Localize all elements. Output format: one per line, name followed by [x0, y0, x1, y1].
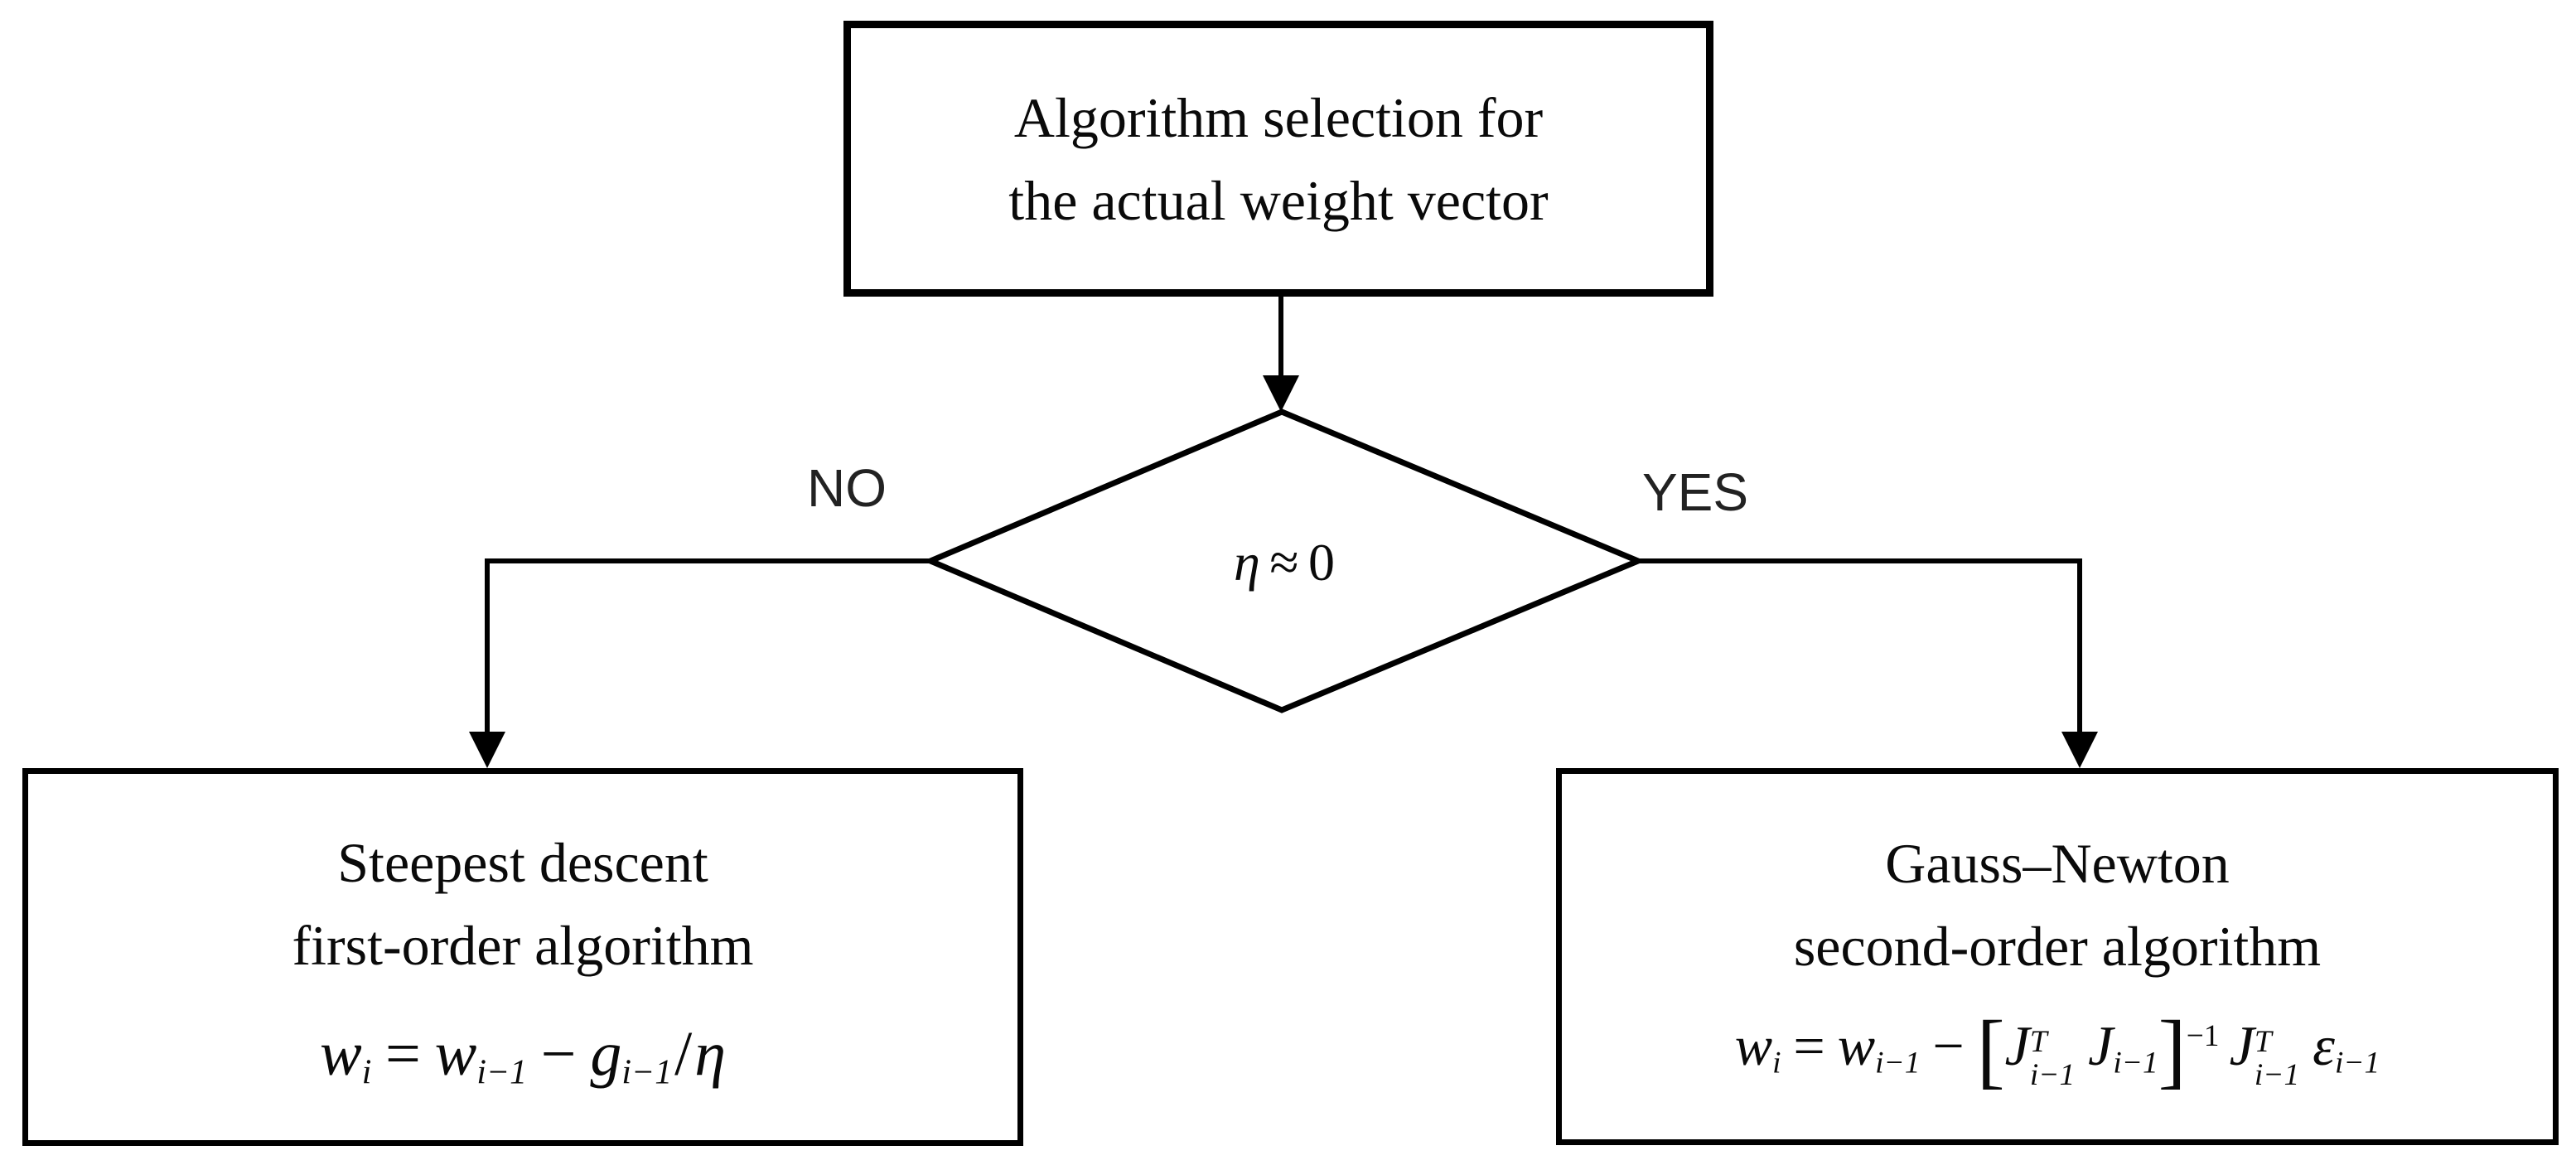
formula-subscript: i−1	[2113, 1046, 2158, 1080]
formula-subscript: i−1	[2334, 1046, 2380, 1080]
formula-superscript: T	[2254, 1025, 2272, 1060]
formula-subscript: i−1	[476, 1053, 528, 1092]
process-box-algorithm-selection: Algorithm selection for the actual weigh…	[843, 21, 1713, 297]
minus-sign: −	[540, 1019, 577, 1090]
open-bracket: [	[1976, 1003, 2005, 1098]
minus-sign: −	[1932, 1014, 1965, 1078]
formula-var-jacobian: J	[2229, 1014, 2255, 1078]
formula-subscript: i	[361, 1053, 372, 1092]
formula-subscript: i	[1772, 1046, 1781, 1080]
arrowhead-into-right-box	[2061, 732, 2098, 768]
formula-var-jacobian: J	[2004, 1014, 2030, 1078]
connector-no-branch	[485, 558, 930, 737]
right-box-line2: second-order algorithm	[1793, 915, 2322, 979]
formula-var: g	[590, 1019, 622, 1090]
decision-condition: η≈0	[1234, 532, 1335, 593]
condition-relation: ≈	[1269, 533, 1299, 592]
left-box-line2: first-order algorithm	[292, 914, 754, 978]
steepest-descent-formula: wi=wi−1−gi−1/η	[320, 1017, 726, 1092]
close-bracket: ]	[2158, 1003, 2187, 1098]
formula-var-jacobian: J	[2088, 1014, 2114, 1078]
formula-subscript: i−1	[1875, 1046, 1921, 1080]
formula-superscript: T	[2029, 1025, 2047, 1060]
top-box-line2: the actual weight vector	[1008, 168, 1549, 232]
branch-label-yes: YES	[1641, 462, 1749, 522]
inverse-superscript: −1	[2186, 1018, 2220, 1053]
left-box-line1: Steepest descent	[337, 831, 708, 895]
formula-var-epsilon: ε	[2313, 1014, 2335, 1078]
formula-var: w	[1734, 1014, 1773, 1078]
right-box-line1: Gauss–Newton	[1885, 832, 2230, 896]
equals-sign: =	[385, 1019, 421, 1090]
branch-label-no: NO	[807, 458, 887, 518]
formula-subscript: i−1	[2029, 1057, 2076, 1092]
formula-var: w	[320, 1019, 362, 1090]
formula-var: w	[1837, 1014, 1876, 1078]
connector-yes-branch	[1638, 558, 2082, 737]
equals-sign: =	[1793, 1014, 1825, 1078]
formula-subscript: i−1	[621, 1053, 673, 1092]
process-box-gauss-newton: Gauss–Newton second-order algorithm wi=w…	[1556, 768, 2559, 1145]
formula-var-eta: η	[694, 1019, 726, 1090]
condition-variable: η	[1234, 533, 1260, 592]
formula-subscript: i−1	[2254, 1057, 2300, 1092]
divide-slash: /	[674, 1019, 693, 1090]
formula-var: w	[434, 1019, 477, 1090]
arrowhead-into-left-box	[469, 732, 505, 768]
process-box-steepest-descent: Steepest descent first-order algorithm w…	[22, 768, 1023, 1146]
condition-value: 0	[1307, 533, 1335, 592]
arrowhead-into-diamond	[1263, 375, 1299, 412]
decision-diamond-shape	[923, 408, 1646, 713]
top-box-line1: Algorithm selection for	[1013, 85, 1544, 149]
